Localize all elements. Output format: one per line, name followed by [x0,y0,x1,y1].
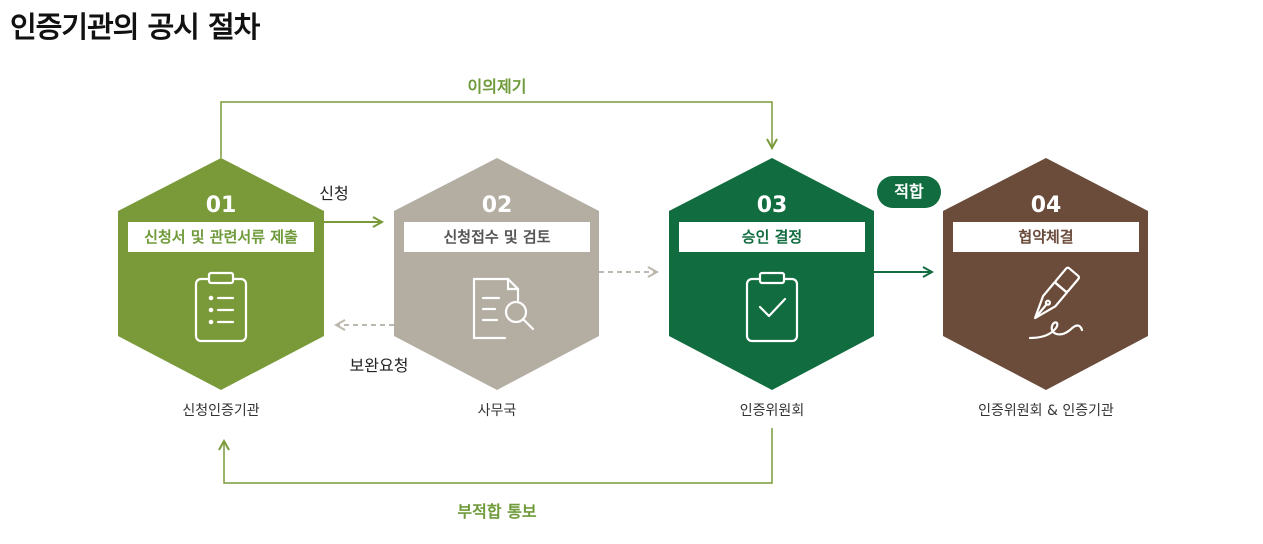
step-01-actor: 신청인증기관 [182,403,260,419]
unsuitable-arrow [224,428,773,484]
objection-arrow [220,101,772,158]
fountain-pen-icon [1028,266,1084,340]
step-02-number: 02 [481,193,513,218]
clipboard-list-icon [194,271,248,343]
step-03-name: 승인 결정 [679,222,865,252]
page-title: 인증기관의 공시 절차 [10,10,260,44]
clipboard-check-icon [745,271,799,343]
step-03-actor: 인증위원회 [739,403,805,419]
step-02-actor: 사무국 [477,403,517,419]
hexagon-step-04 [943,158,1148,390]
supplement-label: 보완요청 [349,356,409,375]
unsuitable-notice-label: 부적합 통보 [457,502,537,521]
step-04-actor: 인증위원회 & 인증기관 [978,403,1114,419]
step-03-number: 03 [756,193,788,218]
objection-label: 이의제기 [467,77,527,96]
step-04-name: 협약체결 [953,222,1139,252]
step-01-number: 01 [205,193,237,218]
step-02-name: 신청접수 및 검토 [404,222,590,252]
step-04-number: 04 [1030,193,1062,218]
hexagon-step-02 [394,158,599,390]
suitable-badge: 적합 [877,176,941,208]
document-search-icon [472,277,535,340]
step-01-name: 신청서 및 관련서류 제출 [128,222,314,252]
apply-label: 신청 [319,184,349,203]
